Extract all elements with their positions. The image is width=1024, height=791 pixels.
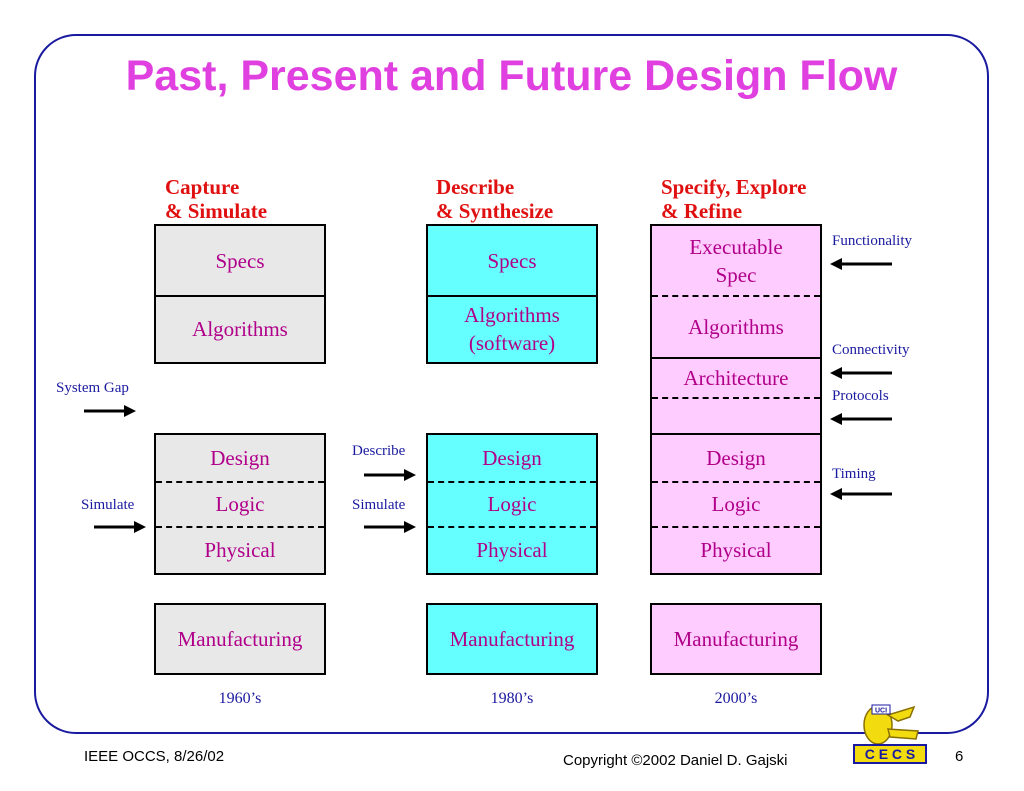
column-3-era: 2000’s (714, 690, 758, 707)
column-2-implementation-box: Design Logic Physical (426, 433, 598, 575)
column-1-physical-label: Physical (204, 538, 276, 562)
column-3-manufacturing-box: Manufacturing (650, 603, 822, 675)
column-3-design-cell: Design (652, 435, 820, 481)
column-2-physical-cell: Physical (428, 527, 596, 573)
column-1-algorithms-label: Algorithms (192, 317, 288, 341)
column-2-algorithms-line2: (software) (468, 331, 556, 355)
connectivity-label: Connectivity (832, 342, 910, 358)
column-3-algorithms-cell: Algorithms (652, 296, 820, 358)
column-3-specs-cell: Executable Spec (652, 226, 820, 296)
column-1-implementation-box: Design Logic Physical (154, 433, 326, 575)
column-2-algorithms-cell: Algorithms (software) (428, 296, 596, 362)
dashed-divider (156, 526, 324, 528)
slide-title: Past, Present and Future Design Flow (125, 52, 898, 100)
column-2-specs-label: Specs (487, 249, 537, 273)
column-1-physical-cell: Physical (156, 527, 324, 573)
dashed-divider (652, 526, 820, 528)
cecs-logo-icon: UCI C E C S (853, 704, 927, 764)
footer-event-date: IEEE OCCS, 8/26/02 (84, 748, 225, 765)
column-1-manufacturing-box: Manufacturing (154, 603, 326, 675)
column-2-manufacturing-box: Manufacturing (426, 603, 598, 675)
column-1-specs-cell: Specs (156, 226, 324, 296)
column-3-algorithms-label: Algorithms (688, 315, 784, 339)
column-2-logic-cell: Logic (428, 482, 596, 526)
column-3-logic-label: Logic (711, 492, 761, 516)
right-arrow-icon (84, 405, 136, 417)
column-3-heading: Specify, Explore & Refine (661, 175, 806, 223)
column-2-design-label: Design (482, 446, 542, 470)
column-1-manufacturing-cell: Manufacturing (156, 605, 324, 673)
protocols-label: Protocols (832, 388, 889, 404)
timing-label: Timing (832, 466, 876, 482)
left-arrow-icon (830, 367, 892, 379)
column-1-design-label: Design (210, 446, 270, 470)
divider (156, 295, 324, 297)
right-arrow-icon (94, 521, 146, 533)
column-3-design-label: Design (706, 446, 766, 470)
system-gap-label: System Gap (56, 380, 129, 396)
column-3-spec-box: Executable Spec Algorithms Architecture (650, 224, 822, 435)
dashed-divider (652, 295, 820, 297)
page-number: 6 (955, 748, 964, 765)
column-2-design-cell: Design (428, 435, 596, 481)
column-3-architecture-cell: Architecture (652, 358, 820, 398)
column-1-heading: Capture & Simulate (165, 175, 267, 223)
column-1-logic-cell: Logic (156, 482, 324, 526)
column-2-algorithms-line1: Algorithms (464, 303, 560, 327)
left-arrow-icon (830, 258, 892, 270)
column-2-manufacturing-cell: Manufacturing (428, 605, 596, 673)
column-1-design-cell: Design (156, 435, 324, 481)
column-1-era: 1960’s (218, 690, 262, 707)
left-arrow-icon (830, 488, 892, 500)
column-1-logic-label: Logic (215, 492, 265, 516)
column-3-heading-line1: Specify, Explore (661, 175, 807, 199)
slide-frame (34, 34, 989, 734)
simulate-left-label: Simulate (81, 497, 135, 513)
column-2-specs-cell: Specs (428, 226, 596, 296)
right-arrow-icon (364, 469, 416, 481)
dashed-divider (156, 481, 324, 483)
functionality-label: Functionality (832, 233, 912, 249)
column-3-manufacturing-label: Manufacturing (673, 627, 799, 651)
column-1-heading-line1: Capture (165, 175, 240, 199)
right-arrow-icon (364, 521, 416, 533)
divider (428, 295, 596, 297)
column-2-physical-label: Physical (476, 538, 548, 562)
column-2-heading-line2: & Synthesize (436, 199, 554, 223)
logo-text: C E C S (865, 746, 916, 762)
column-1-specs-label: Specs (215, 249, 265, 273)
left-arrow-icon (830, 413, 892, 425)
column-3-architecture-label: Architecture (683, 366, 789, 390)
column-2-heading: Describe & Synthesize (436, 175, 553, 223)
dashed-divider (428, 481, 596, 483)
column-3-specs-line2: Spec (715, 263, 757, 287)
logo-small-text: UCI (875, 708, 887, 715)
divider (652, 357, 820, 359)
column-1-spec-box: Specs Algorithms (154, 224, 326, 364)
column-2-spec-box: Specs Algorithms (software) (426, 224, 598, 364)
describe-label: Describe (352, 443, 406, 459)
column-1-manufacturing-label: Manufacturing (177, 627, 303, 651)
simulate-mid-label: Simulate (352, 497, 406, 513)
column-3-logic-cell: Logic (652, 482, 820, 526)
dashed-divider (428, 526, 596, 528)
column-2-era: 1980’s (490, 690, 534, 707)
column-3-specs-line1: Executable (689, 235, 783, 259)
column-2-logic-label: Logic (487, 492, 537, 516)
dashed-divider (652, 481, 820, 483)
column-2-manufacturing-label: Manufacturing (449, 627, 575, 651)
column-3-implementation-box: Design Logic Physical (650, 433, 822, 575)
column-1-heading-line2: & Simulate (165, 199, 268, 223)
column-3-heading-line2: & Refine (661, 199, 743, 223)
column-2-heading-line1: Describe (436, 175, 515, 199)
dashed-divider (652, 397, 820, 399)
column-3-physical-cell: Physical (652, 527, 820, 573)
column-3-physical-label: Physical (700, 538, 772, 562)
column-3-manufacturing-cell: Manufacturing (652, 605, 820, 673)
column-1-algorithms-cell: Algorithms (156, 296, 324, 362)
footer-copyright: Copyright ©2002 Daniel D. Gajski (563, 752, 788, 769)
